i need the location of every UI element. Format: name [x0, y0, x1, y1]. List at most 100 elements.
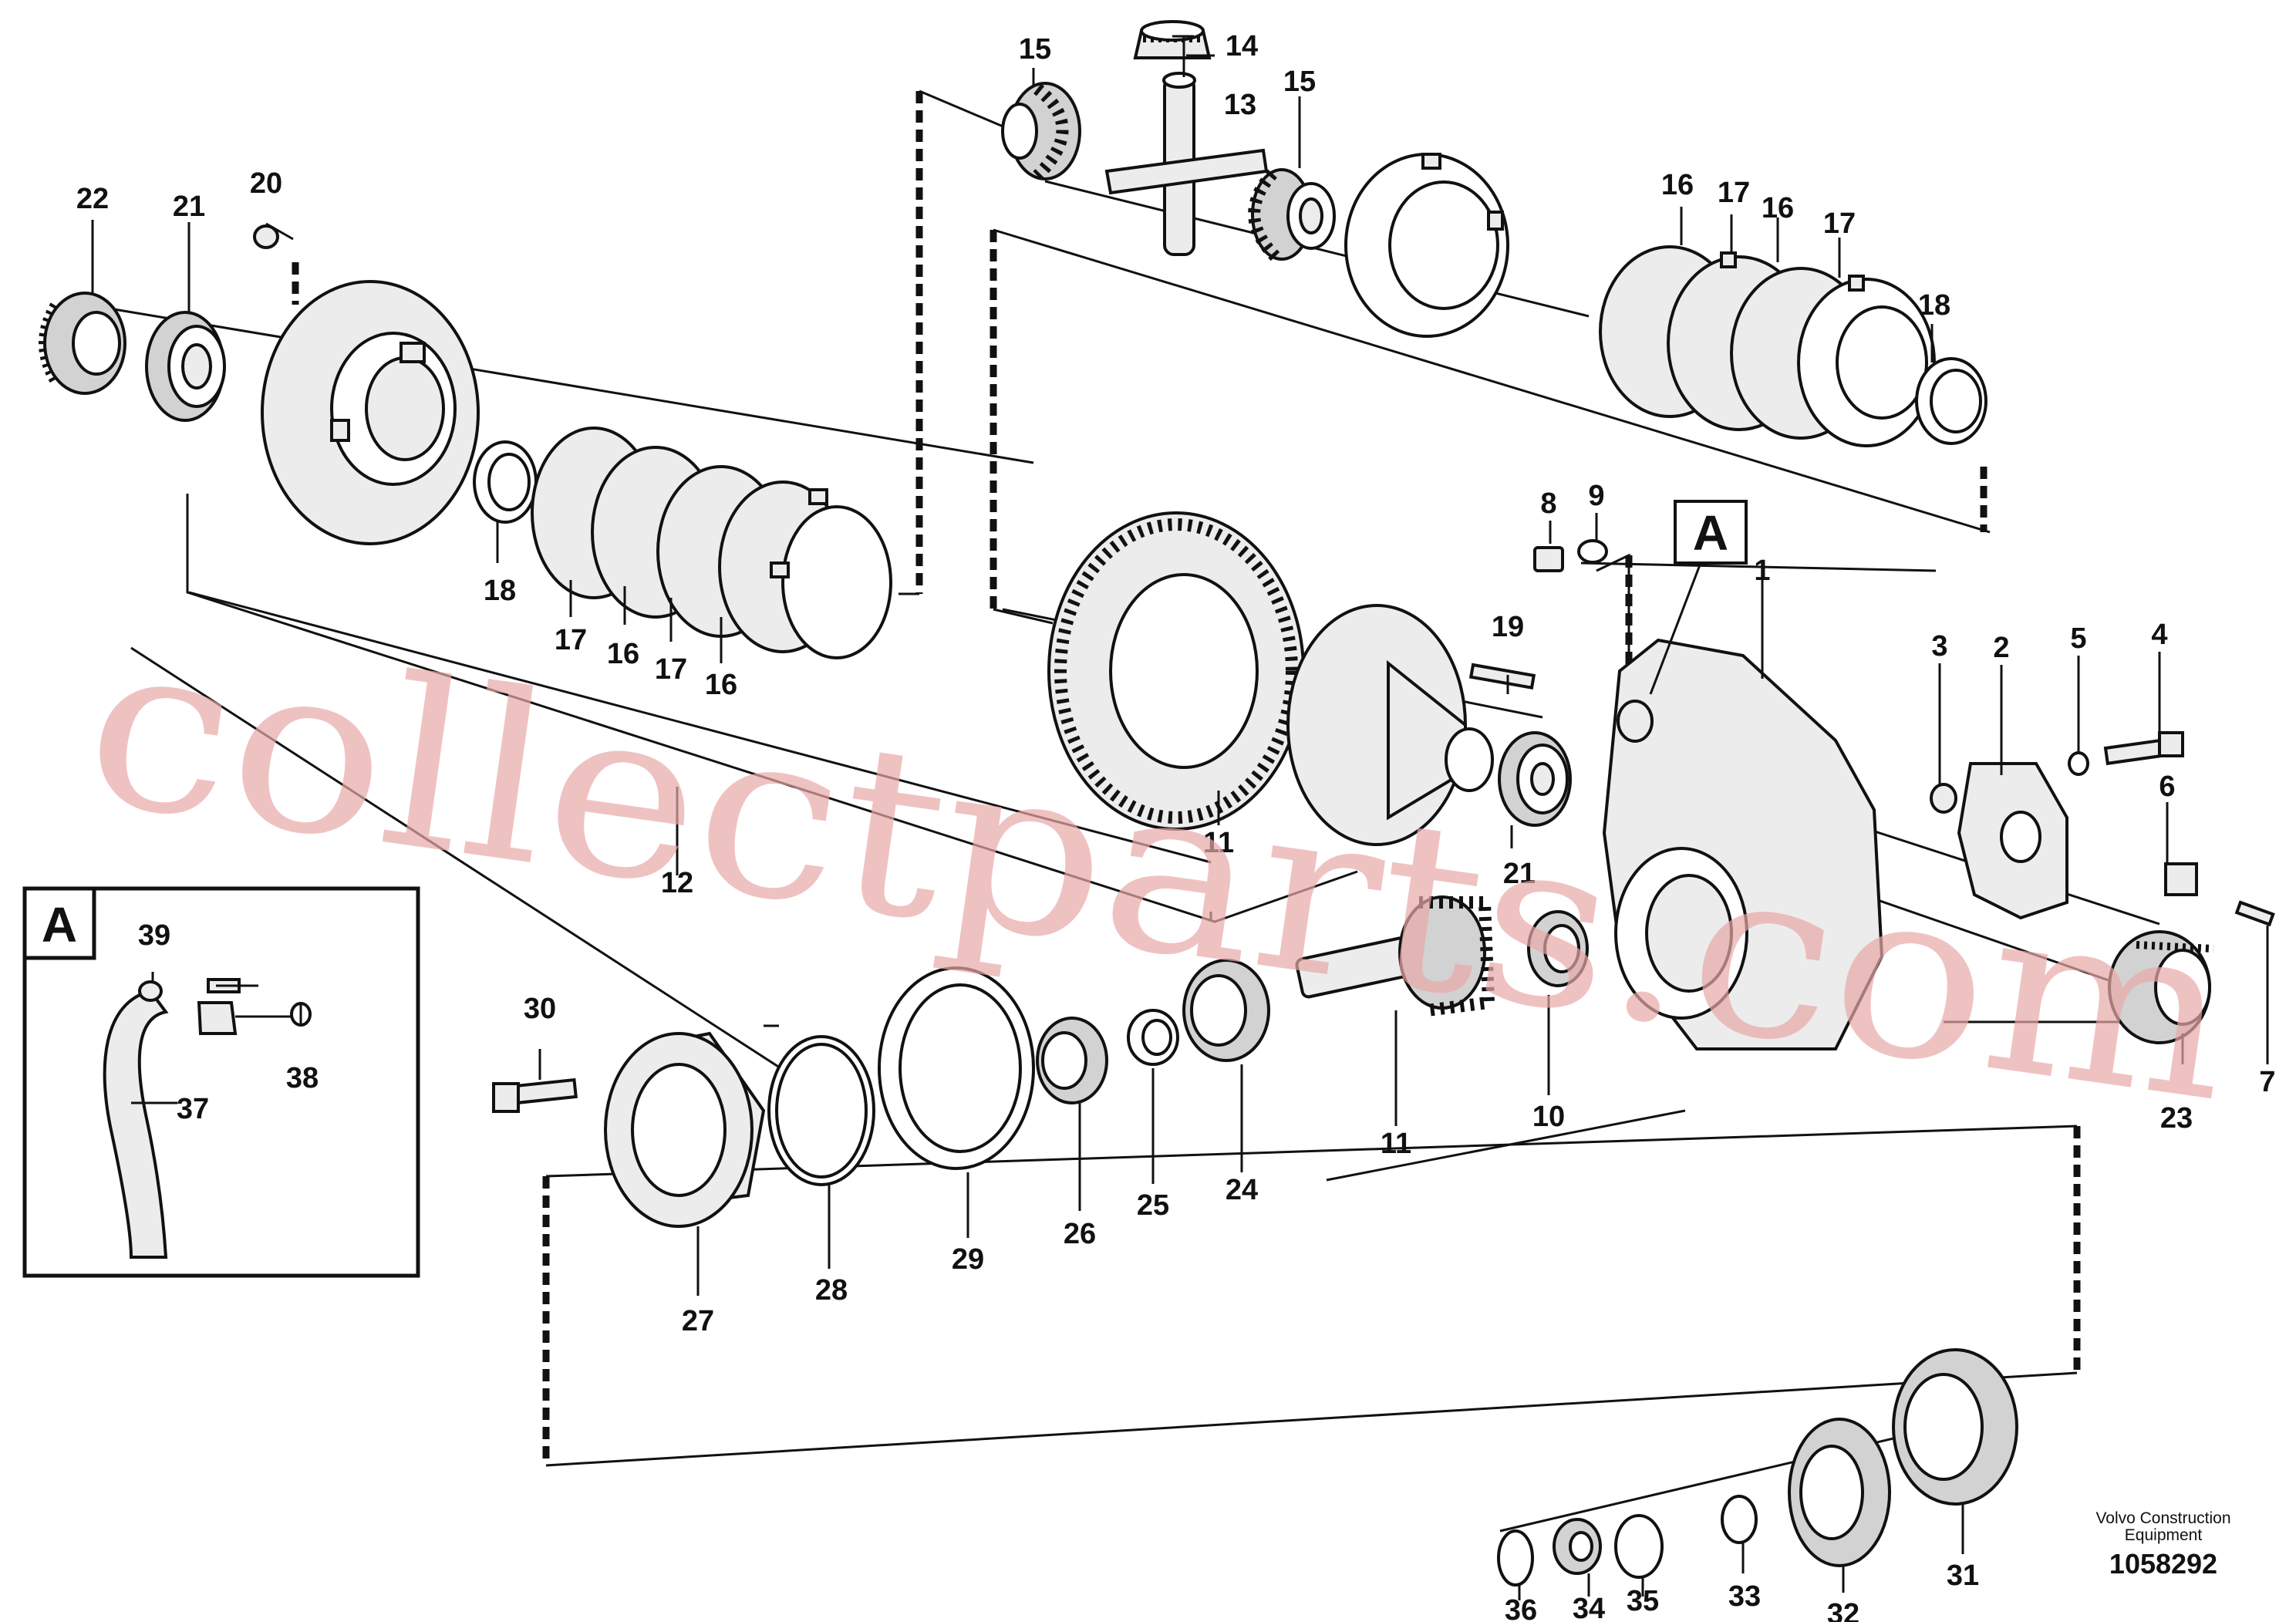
- clutch-discs-left: [531, 427, 892, 659]
- sleeve-3: [1930, 783, 1957, 814]
- callout-2: 2: [1993, 632, 2009, 664]
- bolt-30: [492, 1077, 578, 1113]
- callout-17-d: 17: [1823, 207, 1856, 240]
- snap-ring-36: [1497, 1529, 1534, 1587]
- callout-21-left: 21: [173, 191, 205, 223]
- callout-leaders: [91, 35, 2269, 1600]
- axle-housing-1: [1602, 638, 1884, 1050]
- callout-22: 22: [76, 183, 109, 215]
- washer-33: [1721, 1495, 1758, 1544]
- screw-20: [253, 224, 279, 249]
- callout-10: 10: [1532, 1101, 1565, 1133]
- callout-19: 19: [1492, 611, 1524, 643]
- plug-8: [1533, 546, 1564, 572]
- callout-30: 30: [524, 993, 556, 1025]
- bearing-24: [1182, 959, 1270, 1062]
- callout-20: 20: [250, 167, 282, 200]
- callout-13: 13: [1224, 89, 1256, 121]
- ring-gear-11: [1047, 511, 1305, 831]
- callout-14: 14: [1226, 30, 1258, 62]
- callout-11-ring-gear: 11: [1203, 827, 1234, 859]
- callout-26: 26: [1064, 1218, 1096, 1250]
- adjusting-nut-23: [2108, 930, 2214, 1044]
- callout-27: 27: [682, 1305, 714, 1337]
- bearing-housing-27: [604, 1031, 766, 1228]
- clutch-discs-right: [1599, 245, 1936, 447]
- thrust-washer-left: [473, 440, 538, 524]
- lock-plate-6: [2164, 862, 2198, 896]
- callout-16-b: 16: [705, 669, 737, 701]
- bearing-21-right: [1498, 731, 1572, 827]
- callout-39: 39: [138, 919, 170, 952]
- credit-block: Volvo Construction Equipment 1058292: [2095, 1509, 2230, 1580]
- credit-line-1: Volvo Construction: [2095, 1509, 2230, 1527]
- callout-17-c: 17: [1718, 177, 1750, 209]
- callout-16-a: 16: [607, 638, 639, 670]
- spacer-25: [1127, 1009, 1179, 1066]
- pinion-gear-top: [1133, 20, 1212, 59]
- callout-21-right: 21: [1503, 858, 1536, 890]
- callout-25: 25: [1137, 1189, 1169, 1222]
- washer-9: [1577, 539, 1608, 564]
- callout-3: 3: [1931, 630, 1947, 663]
- callout-31: 31: [1947, 1560, 1979, 1592]
- callout-33: 33: [1728, 1580, 1761, 1613]
- callout-18-right: 18: [1918, 289, 1950, 322]
- callout-15-left: 15: [1019, 33, 1051, 66]
- callout-16-c: 16: [1661, 169, 1694, 201]
- pilot-bearing-10: [1527, 910, 1589, 987]
- callout-11-pinion: 11: [1381, 1128, 1411, 1160]
- callout-5: 5: [2070, 622, 2086, 655]
- callout-23: 23: [2160, 1102, 2193, 1135]
- callout-28: 28: [815, 1274, 848, 1307]
- inset-detail-A: A: [22, 886, 420, 1278]
- screw-7: [2234, 900, 2275, 927]
- detail-A-label: A: [1693, 505, 1728, 561]
- callout-17-a: 17: [555, 624, 587, 656]
- differential-cross-shaft: [1104, 72, 1269, 256]
- callout-labels: 1 2 3 4 5 6 7 8 9 10 11 11 12 13 14 15 1…: [76, 30, 2276, 1622]
- thrust-washer-right: [1915, 357, 1988, 445]
- bearing-cap-2: [1957, 762, 2068, 920]
- callout-24: 24: [1226, 1174, 1258, 1206]
- drive-pinion-11: [1295, 895, 1495, 1017]
- inset-A-label: A: [42, 897, 77, 953]
- differential-carrier: [1286, 604, 1494, 846]
- callout-1: 1: [1754, 555, 1770, 587]
- callout-16-d: 16: [1762, 192, 1794, 224]
- companion-flange-32: [1788, 1418, 1891, 1567]
- shim-29: [878, 966, 1035, 1170]
- washer-5: [2068, 751, 2089, 776]
- callout-32: 32: [1827, 1598, 1859, 1622]
- side-gear-left: [1001, 82, 1081, 180]
- callout-29: 29: [952, 1243, 984, 1276]
- bolt-4: [2103, 731, 2184, 766]
- callout-12: 12: [661, 867, 693, 899]
- callout-8: 8: [1540, 487, 1556, 520]
- differential-case-left: [261, 280, 480, 545]
- callout-4: 4: [2151, 619, 2167, 651]
- callout-7: 7: [2259, 1066, 2275, 1098]
- document-number: 1058292: [2109, 1548, 2217, 1580]
- callout-6: 6: [2159, 771, 2175, 803]
- callout-34: 34: [1573, 1593, 1605, 1622]
- callout-37: 37: [177, 1093, 209, 1125]
- callout-17-b: 17: [655, 653, 687, 686]
- bearing-26: [1036, 1017, 1108, 1104]
- bolt-19: [1468, 663, 1536, 690]
- bearing-21-left: [145, 311, 226, 422]
- side-gear-right: [1248, 168, 1336, 262]
- detail-A-marker: A: [1649, 500, 1748, 695]
- callout-15-right: 15: [1283, 66, 1316, 98]
- nut-34: [1553, 1518, 1602, 1575]
- callout-18-left: 18: [484, 575, 516, 607]
- callout-9: 9: [1588, 480, 1604, 512]
- seal-31: [1892, 1348, 2018, 1506]
- callout-36: 36: [1505, 1594, 1537, 1622]
- lock-nut-22: [39, 292, 126, 395]
- credit-line-2: Equipment: [2125, 1526, 2203, 1544]
- thrust-ring-large: [1344, 153, 1509, 338]
- o-ring-28: [767, 1035, 875, 1186]
- callout-38: 38: [286, 1062, 319, 1094]
